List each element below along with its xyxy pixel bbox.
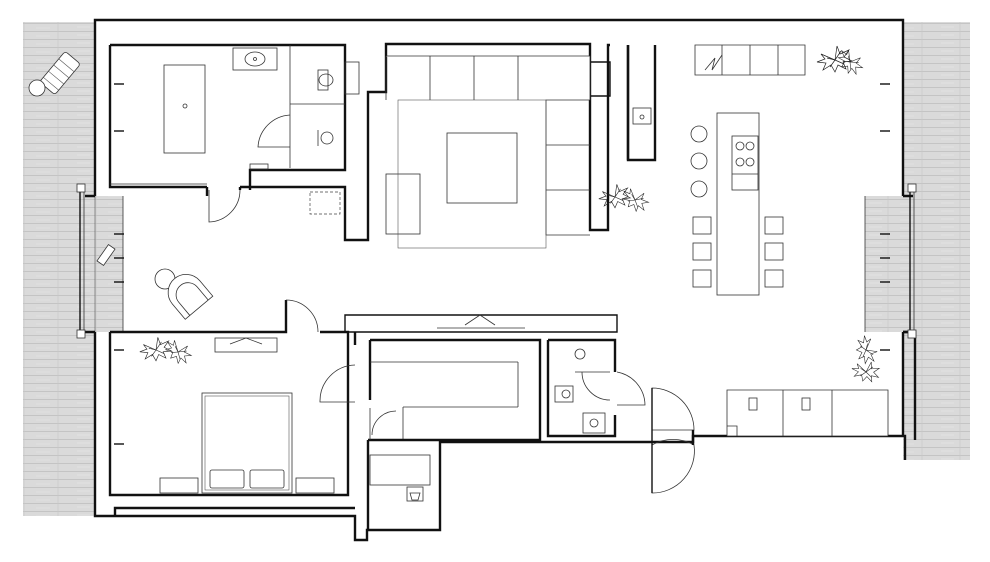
nightstand [295, 477, 335, 494]
shelf [344, 61, 360, 95]
window-right [864, 183, 917, 339]
window-left [76, 183, 124, 339]
entrance-door [651, 387, 695, 494]
dining-chair-icon [692, 216, 784, 288]
lounge-chair-icon [40, 52, 80, 94]
toilet-icon [317, 69, 334, 91]
armchair-icon [154, 268, 214, 320]
bed-icon [201, 392, 293, 494]
sideboard [726, 389, 889, 437]
bedroom [108, 299, 618, 497]
kitchen [632, 44, 806, 296]
corridor [319, 332, 542, 530]
bathtub-icon [163, 64, 206, 154]
coffee-table [446, 132, 518, 204]
sink-icon [574, 348, 586, 360]
laundry-basket [309, 191, 341, 215]
plant-icon [848, 335, 883, 386]
plant-icon [139, 333, 196, 369]
door-swing-icon [208, 189, 241, 223]
deck-chair-icon [96, 243, 116, 267]
bar-stools [690, 125, 708, 198]
washing-machine-icon [406, 486, 424, 502]
toilet-icon [554, 385, 574, 403]
toilet-icon [317, 130, 334, 146]
side-table-icon [28, 79, 46, 97]
dresser [214, 337, 278, 353]
bench [249, 163, 269, 170]
guest-wc [546, 338, 646, 438]
sink-icon [632, 107, 652, 125]
bathroom [108, 43, 360, 190]
nightstand [159, 477, 199, 494]
sink-icon [232, 47, 278, 71]
shower-drain-icon [582, 412, 606, 434]
plant-icon [816, 43, 867, 79]
cooktop-icon [731, 135, 759, 191]
wall-ticks [114, 83, 890, 445]
